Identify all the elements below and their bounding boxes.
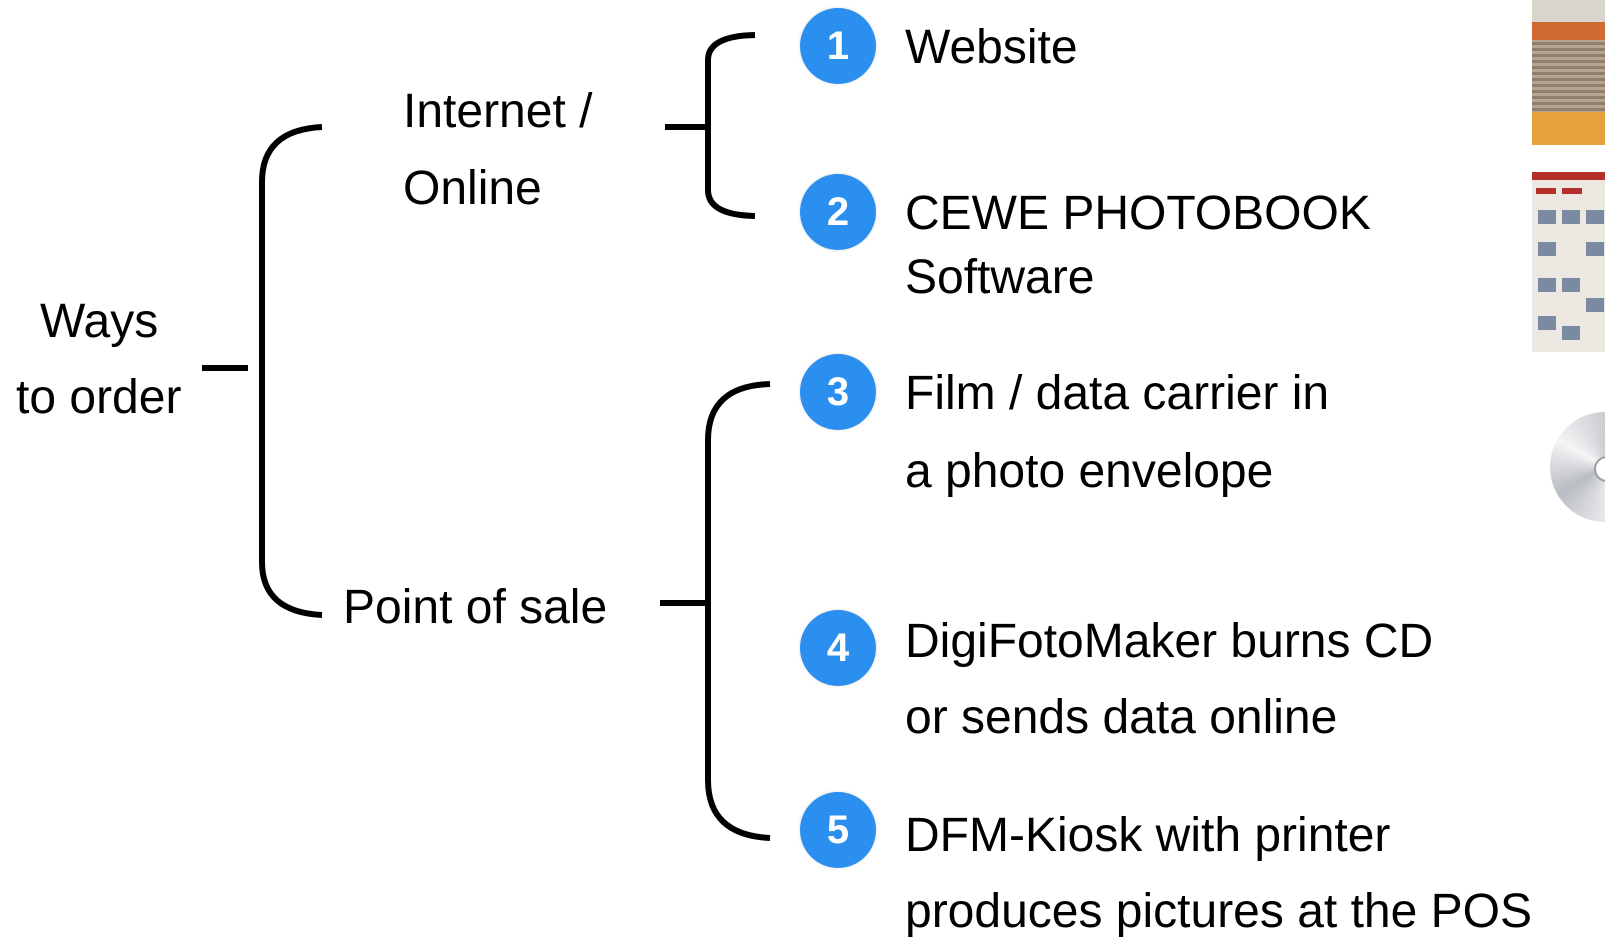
pos-branch-label: Point of sale: [343, 581, 608, 634]
online-branch-label-line2: Online: [403, 162, 542, 215]
item-5-text-line2: produces pictures at the POS: [905, 885, 1532, 938]
website-screenshot-footer: [1532, 112, 1605, 145]
online-branch-label-line1: Internet /: [403, 85, 593, 138]
item-4-number-badge: 4: [800, 610, 876, 686]
software-screenshot-image: [1532, 172, 1605, 352]
software-screenshot-photo: [1586, 210, 1604, 224]
main-bracket: [259, 124, 323, 618]
item-4-text-line1: DigiFotoMaker burns CD: [905, 615, 1434, 668]
root-label-line2: to order: [16, 371, 182, 424]
item-5-text-line1: DFM-Kiosk with printer: [905, 809, 1391, 862]
item-2-text-line1: CEWE PHOTOBOOK: [905, 187, 1371, 240]
software-screenshot-toolbar: [1536, 188, 1556, 194]
item-1-text-line1: Website: [905, 21, 1078, 74]
software-screenshot-photo: [1538, 242, 1556, 256]
software-screenshot-photo: [1562, 210, 1580, 224]
item-3-number-badge: 3: [800, 354, 876, 430]
website-screenshot-banner: [1532, 22, 1605, 40]
software-screenshot-photo: [1562, 278, 1580, 292]
software-screenshot-photo: [1538, 316, 1556, 330]
pos-bracket: [705, 381, 771, 841]
software-screenshot-photo: [1586, 298, 1604, 312]
item-2-number-badge: 2: [800, 174, 876, 250]
online-bracket: [705, 32, 756, 219]
root-label-line1: Ways: [40, 295, 159, 348]
website-screenshot-header: [1532, 0, 1605, 22]
item-3-text-line2: a photo envelope: [905, 445, 1274, 498]
software-screenshot-photo: [1562, 326, 1580, 340]
item-1-number-badge: 1: [800, 8, 876, 84]
item-3-text-line1: Film / data carrier in: [905, 367, 1330, 420]
software-screenshot-toolbar: [1562, 188, 1582, 194]
software-screenshot-photo: [1538, 278, 1556, 292]
item-5-number-badge: 5: [800, 792, 876, 868]
website-screenshot-image: [1532, 0, 1605, 145]
software-screenshot-photo: [1586, 242, 1604, 256]
cd-disc-hole: [1594, 456, 1605, 482]
item-2-text-line2: Software: [905, 251, 1095, 304]
item-4-text-line2: or sends data online: [905, 691, 1338, 744]
software-screenshot-photo: [1538, 210, 1556, 224]
